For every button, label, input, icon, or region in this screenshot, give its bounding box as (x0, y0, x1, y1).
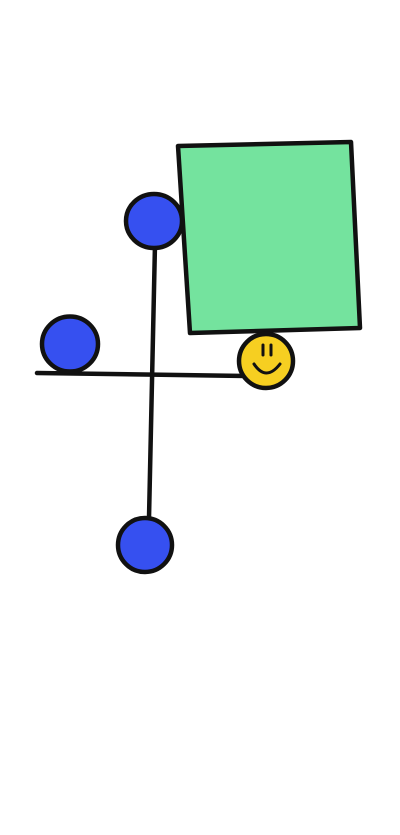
vertical-rod (146, 241, 158, 521)
smiley-face-circle (236, 331, 296, 391)
blue-ball-left[interactable] (39, 314, 101, 374)
green-box[interactable] (175, 139, 363, 336)
blue-ball-bottom[interactable] (115, 515, 175, 575)
smiley-mouth (252, 362, 282, 375)
smiley-ball[interactable] (236, 331, 296, 391)
blue-ball-top[interactable] (123, 191, 185, 251)
